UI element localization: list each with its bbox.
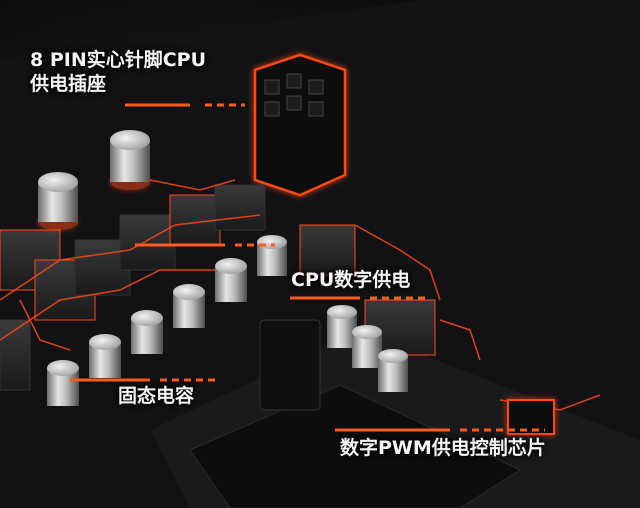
digital-pwm-chip-label: 数字PWM供电控制芯片 xyxy=(340,437,546,459)
callout-lines xyxy=(70,103,545,432)
cpu-power-connector-label: 8 PIN实心针脚CPU 供电插座 xyxy=(30,48,206,96)
solid-capacitors-label: 固态电容 xyxy=(118,385,195,407)
cpu-power-connector-label-line2: 供电插座 xyxy=(30,73,107,95)
pwm-controller-chip xyxy=(507,399,555,435)
solid-capacitors xyxy=(38,130,408,406)
cpu-power-connector-label-line1: 8 PIN实心针脚CPU xyxy=(30,49,207,71)
cpu-digital-power-label: CPU数字供电 xyxy=(291,269,411,291)
cpu-power-connector xyxy=(253,53,347,197)
power-cable-plug xyxy=(259,319,321,411)
